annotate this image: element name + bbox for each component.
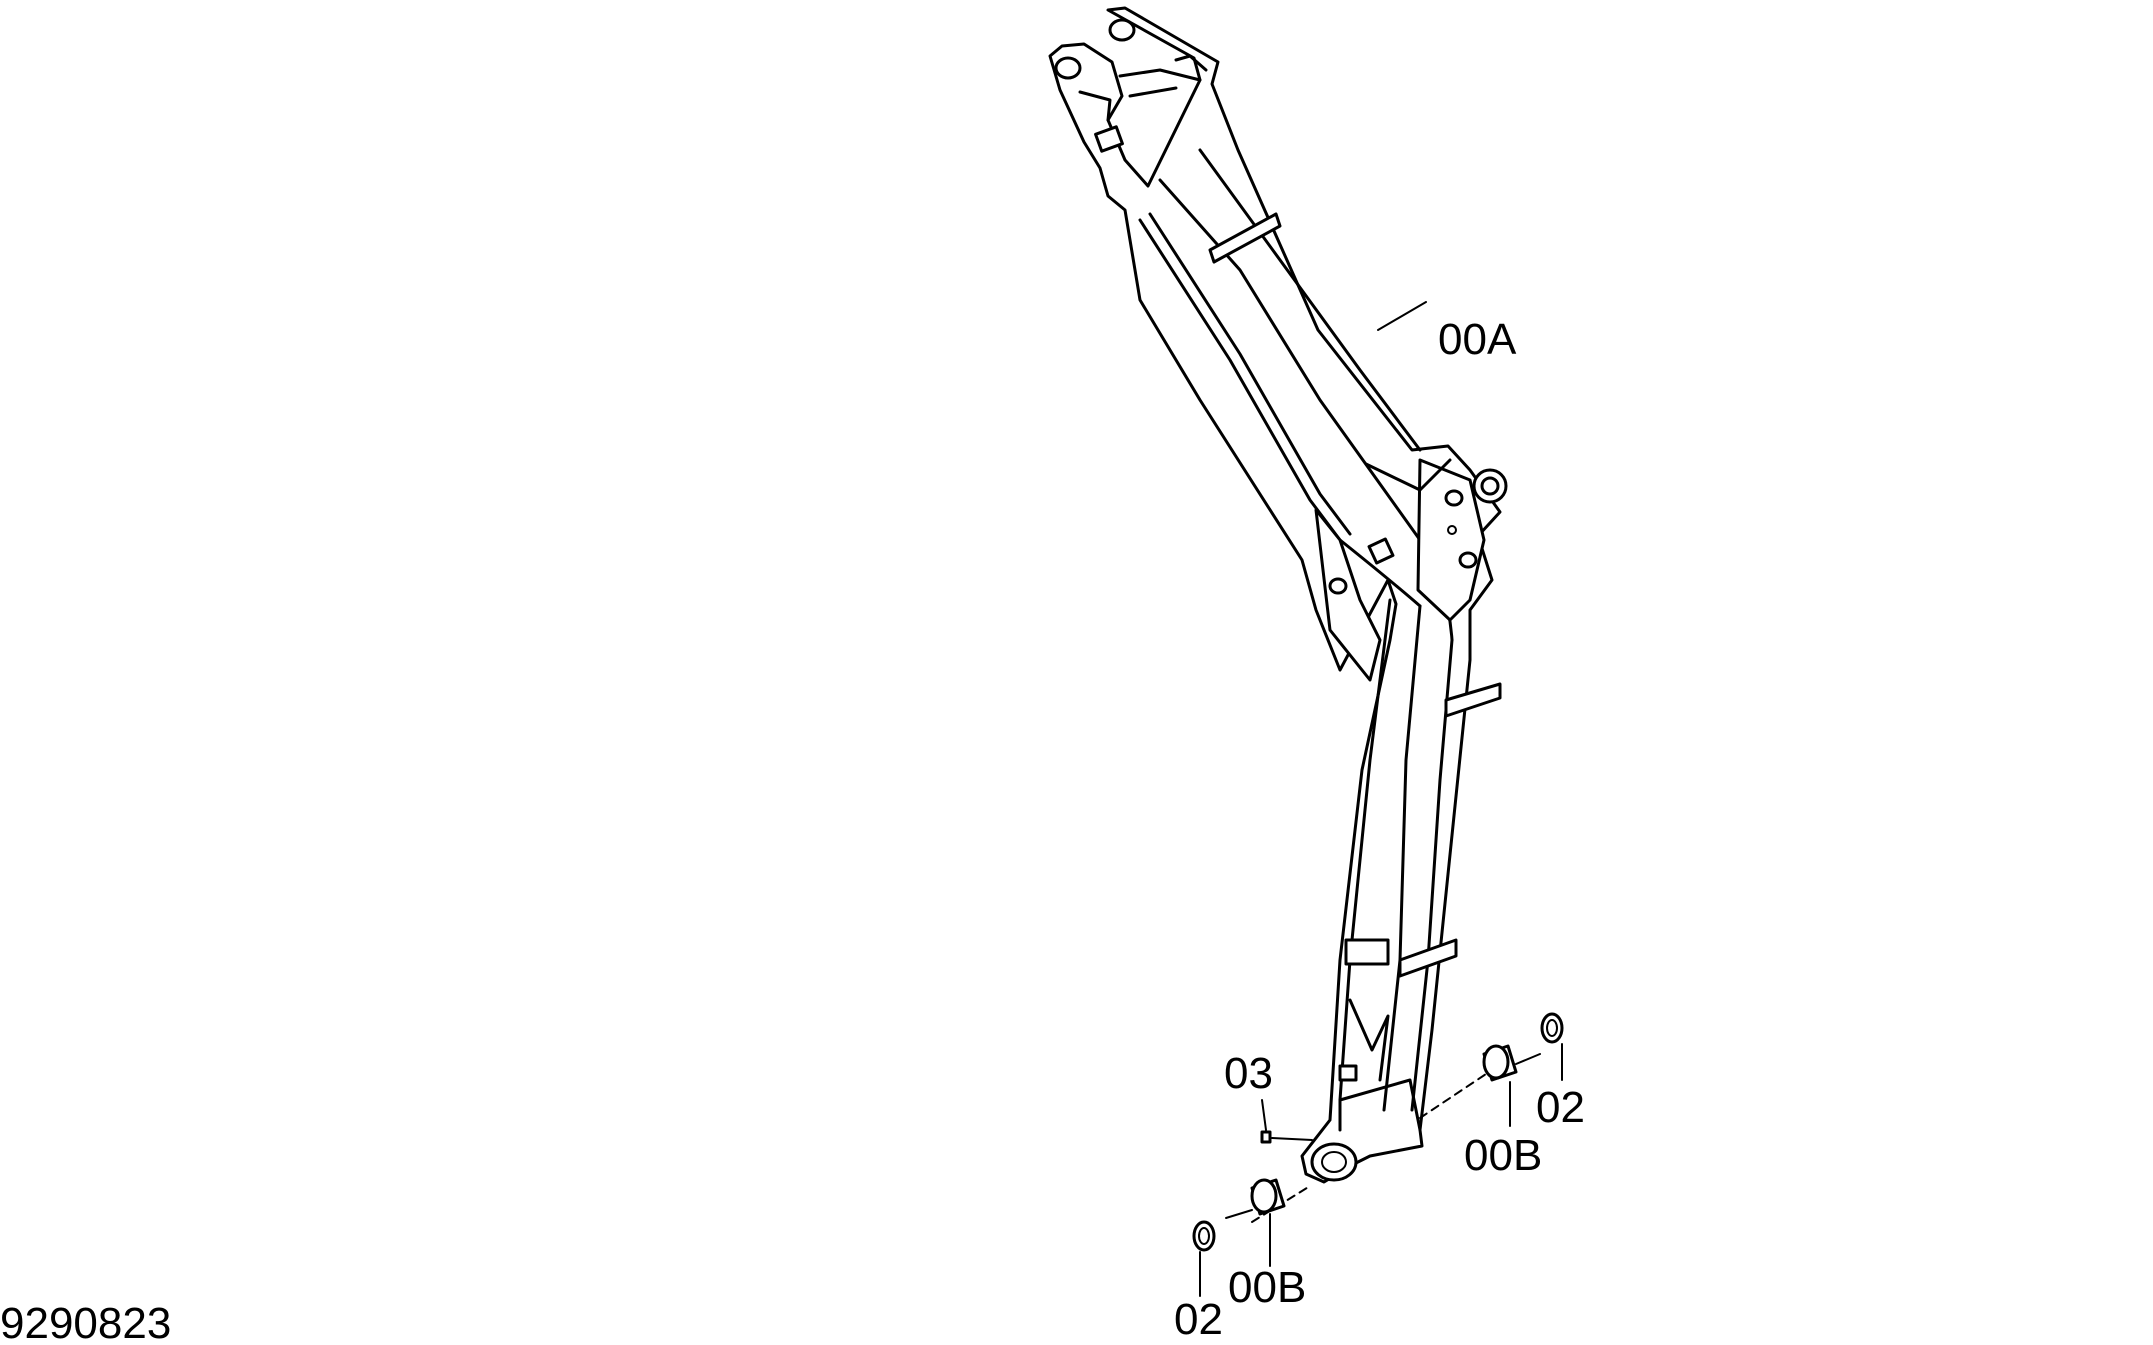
figure-id: 9290823 [0,1299,171,1345]
ring-left [1192,1220,1216,1252]
bushing-right-end [1482,1044,1510,1080]
axis-line-right [1419,1069,1493,1119]
label-grease-fitting: 03 [1224,1049,1273,1098]
lower-lug-block [1344,938,1390,966]
bracket-lug [1367,537,1395,565]
ring-right [1540,1012,1564,1044]
arm-elbow-bend [1338,538,1422,608]
arm-lower-front-right [1382,604,1422,1112]
ring-left-inner [1198,1227,1210,1245]
bushing-right-group [1419,1012,1564,1119]
clamp-upper [1208,212,1282,264]
bracket-hole-3 [1447,525,1457,535]
leader-arm [1377,301,1427,331]
bracket-hole-2 [1458,551,1478,569]
fork-bracket [1094,125,1124,153]
bracket-hole-left [1328,577,1348,595]
label-bushing-right: 00B [1464,1131,1542,1180]
clamp-lower [1398,938,1458,978]
bracket-plate-left [1314,508,1382,682]
bushing-left-end [1250,1178,1278,1214]
lower-v-web [1348,998,1390,1082]
leader-grease-fitting [1261,1099,1267,1131]
clamp-middle [1444,682,1502,718]
fork-pin-hole-right [1108,18,1136,42]
label-arm: 00A [1438,315,1517,364]
arm-mid-bracket [1314,458,1508,682]
fork-pin-hole-left [1054,56,1082,80]
arm-outline [1048,6,1502,1184]
label-ring-right: 02 [1536,1083,1585,1132]
label-bushing-left: 00B [1228,1263,1306,1312]
arm-left-edge-inner [1148,212,1352,536]
arm-clamps [1208,212,1502,978]
arm-nose-bore [1321,1151,1347,1173]
ring-right-inner [1546,1019,1558,1037]
arm-top-fork [1054,18,1208,153]
bushing-left-group [1192,1178,1311,1252]
bracket-hole-1 [1444,489,1464,507]
label-ring-left: 02 [1174,1295,1223,1344]
lower-small-tab [1338,1064,1358,1082]
boom-cylinder-boss-inner [1480,476,1500,496]
grease-fitting-icon [1260,1130,1272,1144]
arm-nose-boss [1310,1142,1358,1182]
arm-lower-details [1310,938,1422,1182]
arm-top-web-right [1198,148,1422,452]
leader-lines [1199,301,1563,1297]
bracket-plate-right [1416,458,1486,622]
grease-fitting [1260,1130,1313,1144]
